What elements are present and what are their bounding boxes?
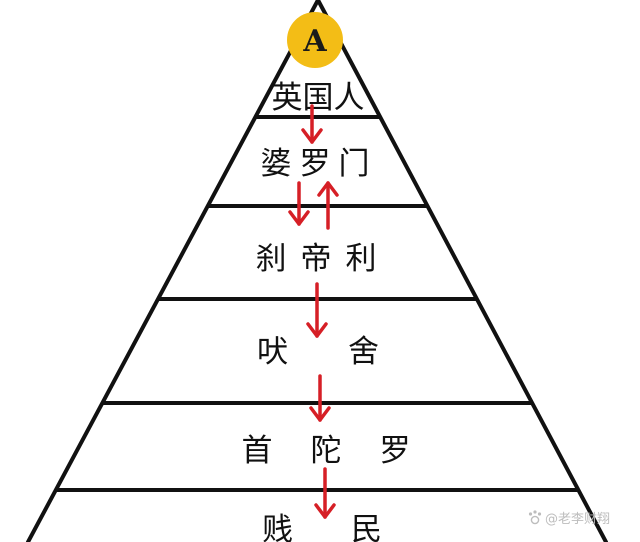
arrow-up-3 <box>317 181 339 230</box>
arrow-head <box>301 128 323 144</box>
logo-letter: A <box>302 24 327 59</box>
tier-labels: 英国人婆罗门刹帝利吠舍首陀罗贱民 <box>242 80 411 542</box>
arrow-head <box>314 503 336 519</box>
tier-label-6: 贱民 <box>262 512 382 542</box>
arrow-down-5 <box>309 374 331 422</box>
tier-label-2: 婆罗门 <box>261 146 370 182</box>
tier-label-3: 刹帝利 <box>256 241 377 277</box>
flow-arrows <box>288 104 339 519</box>
paw-icon <box>528 510 542 525</box>
pyramid-left-edge <box>26 0 320 542</box>
logo: A <box>287 12 343 68</box>
arrow-head <box>309 406 331 422</box>
arrow-down-2 <box>288 181 310 226</box>
arrow-head <box>317 181 339 197</box>
tier-label-1: 英国人 <box>272 80 365 116</box>
tier-label-4: 吠舍 <box>257 334 379 370</box>
arrow-head <box>306 322 328 338</box>
arrow-down-4 <box>306 282 328 338</box>
tier-label-5: 首陀罗 <box>242 433 411 469</box>
logo-circle <box>287 12 343 68</box>
arrow-down-1 <box>301 104 323 144</box>
pyramid-right-edge <box>316 0 608 542</box>
arrow-down-6 <box>314 467 336 519</box>
watermark-text: @老李财翔 <box>545 512 610 527</box>
arrow-head <box>288 210 310 226</box>
watermark: @老李财翔 <box>528 510 610 527</box>
